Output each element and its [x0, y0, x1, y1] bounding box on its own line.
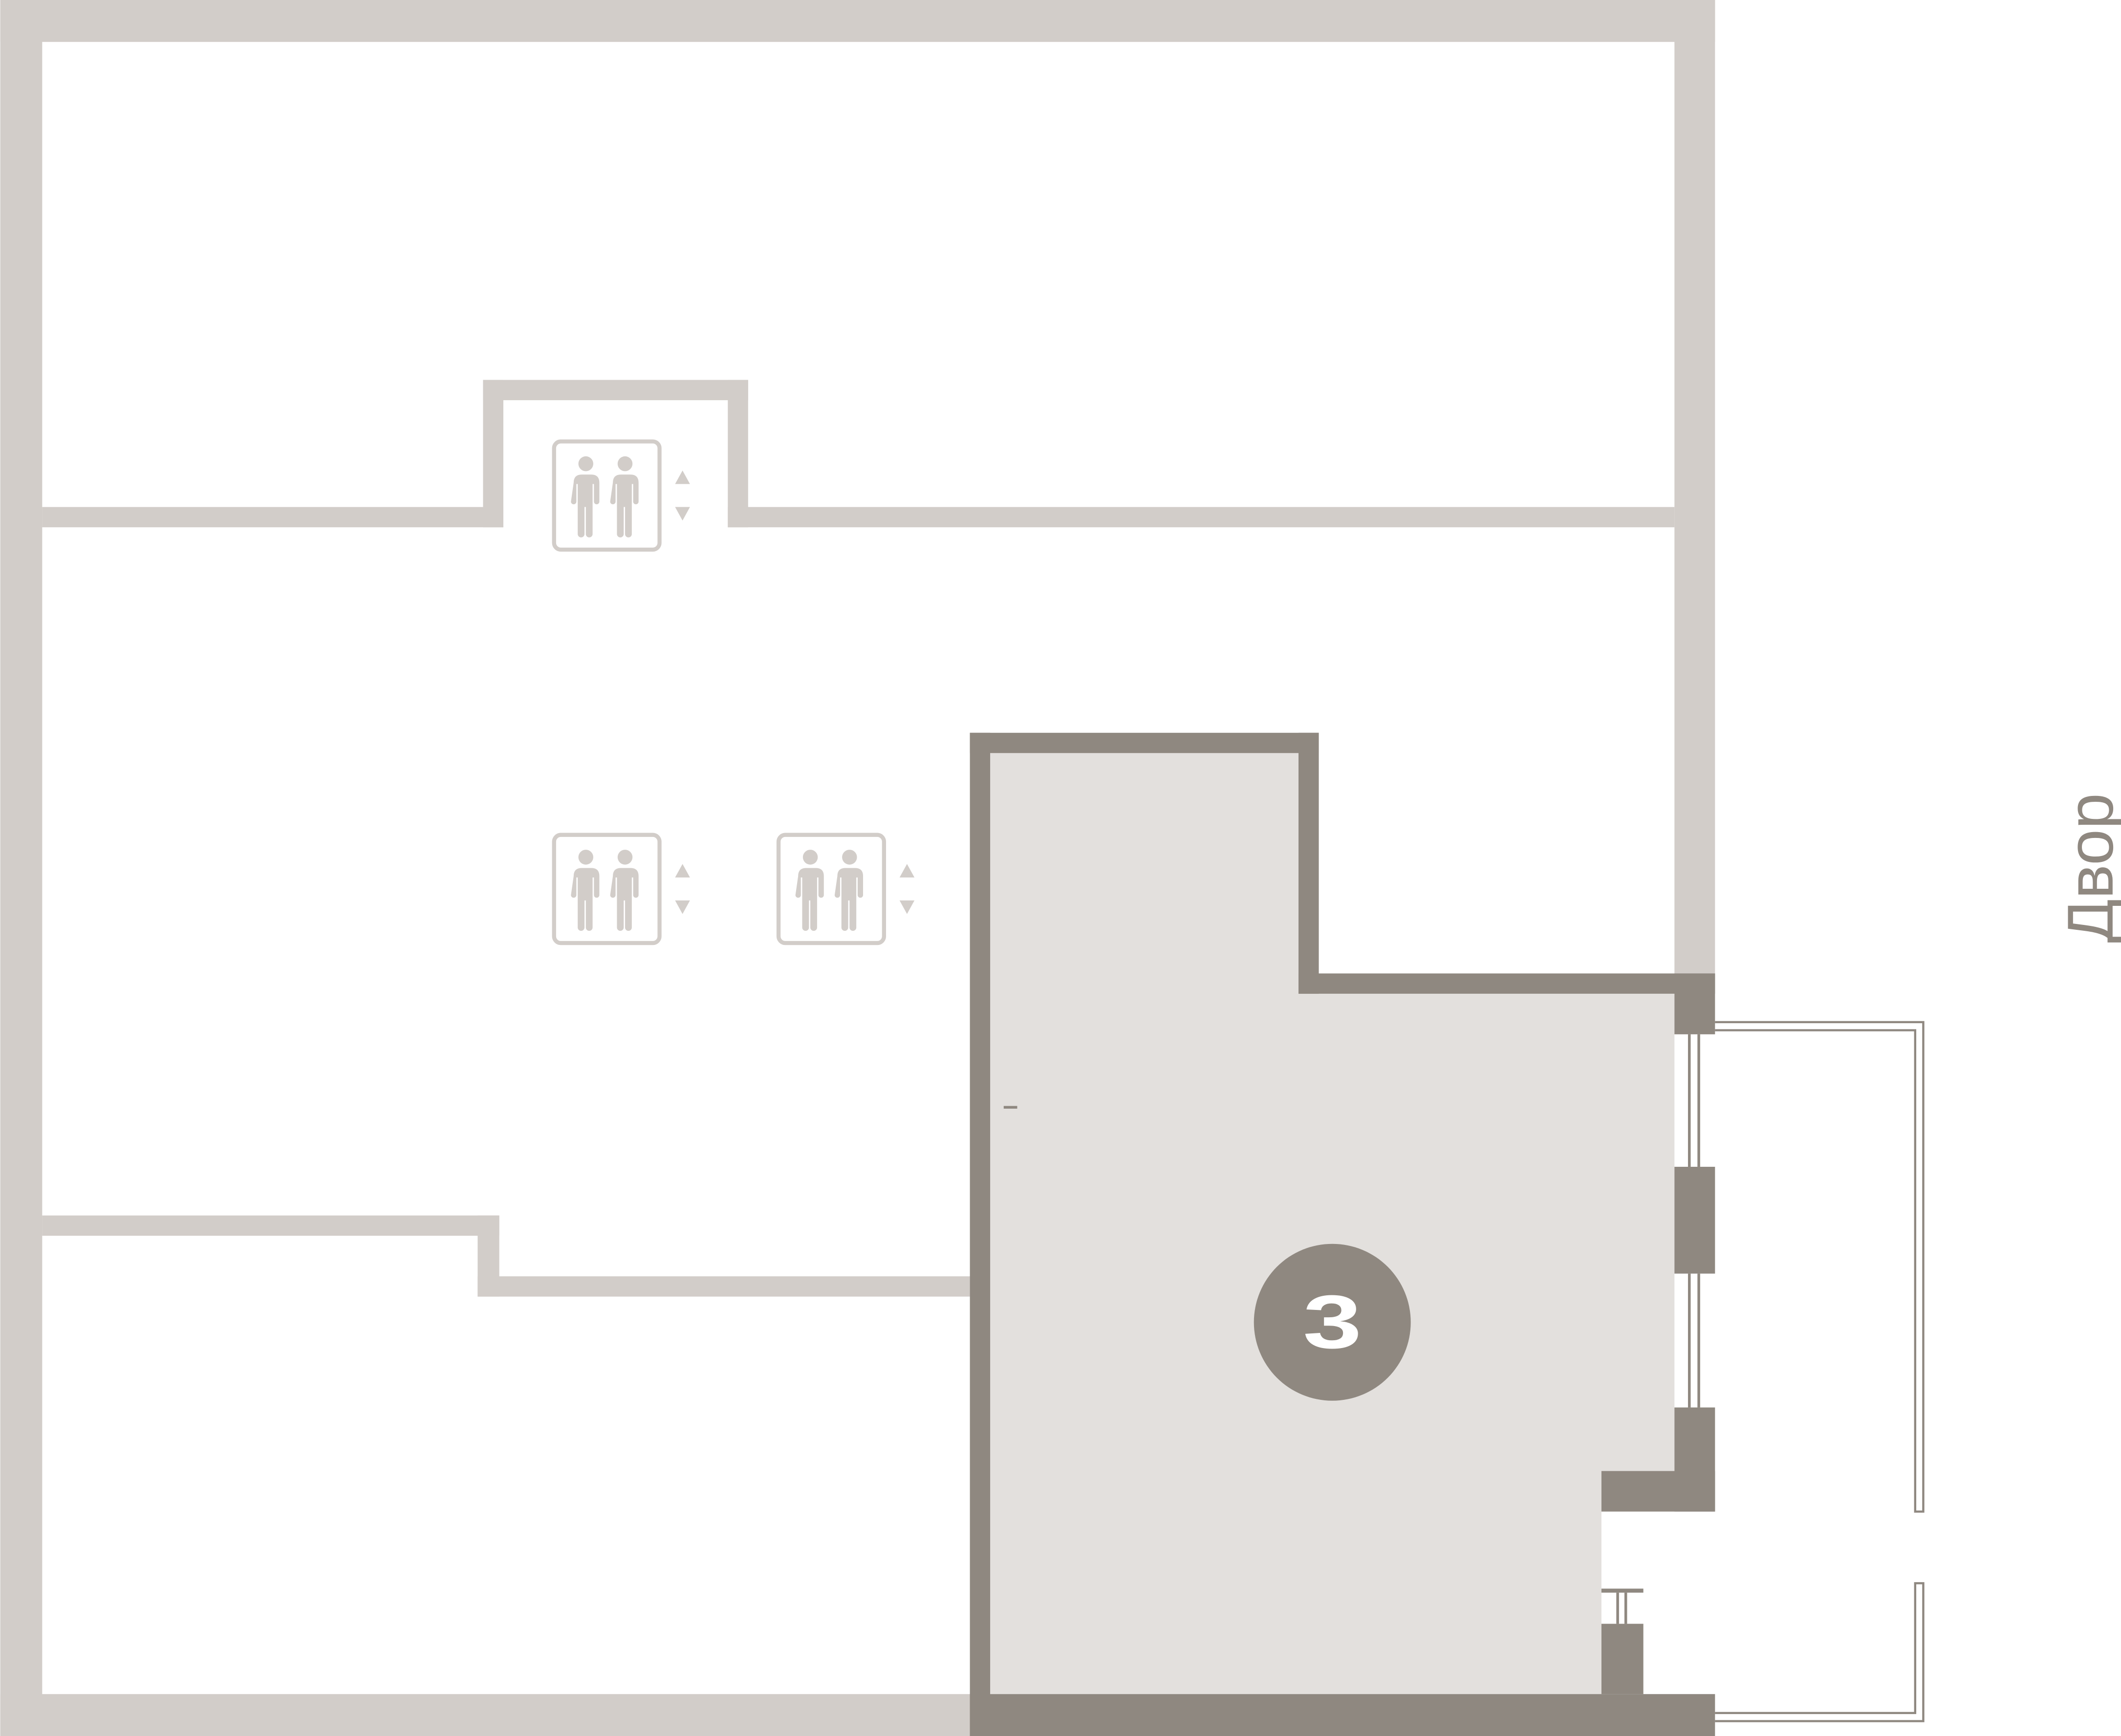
apartment-number: 3 [1303, 1279, 1362, 1364]
windows [1601, 1034, 1700, 1624]
courtyard-label: Двор [2055, 793, 2121, 943]
apartment-number-badge[interactable]: 3 [1254, 1243, 1411, 1401]
common-walls [0, 0, 1715, 1736]
elevator-icon [779, 835, 914, 943]
elevator-icon [554, 835, 690, 943]
elevator-icon [554, 441, 690, 549]
balcony [1715, 1021, 1925, 1722]
apartment-3[interactable] [970, 732, 1715, 1736]
